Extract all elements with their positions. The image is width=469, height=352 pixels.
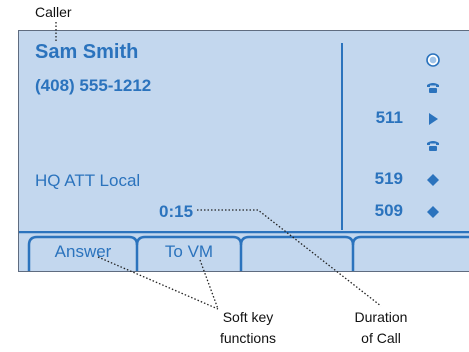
line-number-519: 519: [374, 169, 403, 188]
call-duration: 0:15: [159, 202, 194, 221]
caller-callout: Caller: [35, 4, 72, 20]
softkey-callout-line1: Soft key: [222, 309, 274, 325]
duration-callout-line1: Duration: [354, 309, 408, 325]
line-divider: [341, 43, 343, 230]
to-vm-leader-line: [199, 259, 219, 310]
caller-name: Sam Smith: [35, 41, 139, 63]
softkey-callout-line2: functions: [219, 330, 277, 346]
duration-leader-line: [197, 209, 382, 307]
diamond-icon[interactable]: [426, 173, 440, 187]
line-number-511: 511: [375, 108, 403, 127]
line-number-509: 509: [374, 201, 403, 220]
diamond-icon[interactable]: [426, 205, 440, 219]
phone-screen: Sam Smith (408) 555-1212 HQ ATT Local 0:…: [18, 30, 469, 272]
duration-callout-line2: of Call: [361, 330, 401, 346]
caller-number: (408) 555-1212: [35, 76, 152, 95]
answer-leader-line: [97, 256, 219, 310]
line-label: HQ ATT Local: [35, 171, 141, 190]
softkey-functions-callout: Soft key functions: [198, 307, 298, 349]
play-arrow-icon[interactable]: [426, 112, 440, 126]
answer-softkey[interactable]: Answer: [54, 242, 112, 261]
duration-callout: Duration of Call: [336, 307, 426, 349]
phone-icon[interactable]: [426, 81, 440, 95]
phone-icon[interactable]: [426, 139, 440, 153]
ring-indicator-icon[interactable]: [426, 53, 440, 67]
to-vm-softkey[interactable]: To VM: [164, 242, 214, 261]
softkey-bar-outline: [19, 231, 469, 271]
